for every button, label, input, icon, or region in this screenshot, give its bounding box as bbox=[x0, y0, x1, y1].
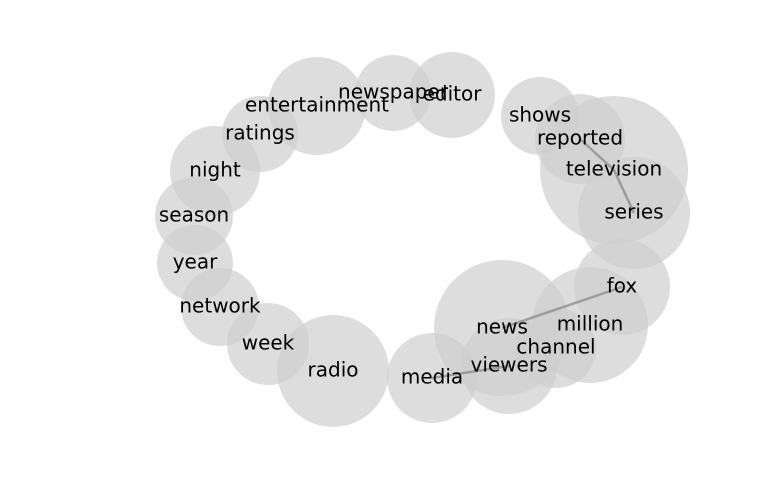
label-year: year bbox=[173, 250, 218, 274]
label-television: television bbox=[566, 157, 662, 181]
label-editor: editor bbox=[423, 82, 483, 106]
label-series: series bbox=[604, 200, 663, 224]
edge-media-viewers bbox=[431, 364, 510, 380]
label-radio: radio bbox=[308, 358, 359, 382]
label-newspaper: newspaper bbox=[338, 80, 449, 104]
edges-layer bbox=[431, 138, 636, 380]
bubbles-layer bbox=[155, 52, 690, 427]
label-news: news bbox=[476, 315, 528, 339]
label-fox: fox bbox=[607, 274, 638, 298]
label-reported: reported bbox=[537, 126, 623, 150]
label-media: media bbox=[401, 365, 463, 389]
edge-news-fox bbox=[501, 285, 623, 330]
edge-television-series bbox=[612, 169, 636, 214]
label-ratings: ratings bbox=[225, 121, 295, 145]
bubble-radio bbox=[277, 315, 389, 427]
label-week: week bbox=[242, 331, 295, 355]
label-night: night bbox=[189, 158, 241, 182]
bubble-editor bbox=[409, 52, 495, 138]
label-season: season bbox=[159, 203, 229, 227]
label-network: network bbox=[179, 294, 261, 318]
edge-reported-television bbox=[579, 138, 615, 171]
label-channel: channel bbox=[516, 335, 595, 359]
bubble-newspaper bbox=[355, 55, 431, 131]
label-million: million bbox=[557, 312, 624, 336]
label-entertainment: entertainment bbox=[245, 93, 389, 117]
label-shows: shows bbox=[509, 103, 571, 127]
label-viewers: viewers bbox=[470, 353, 547, 377]
